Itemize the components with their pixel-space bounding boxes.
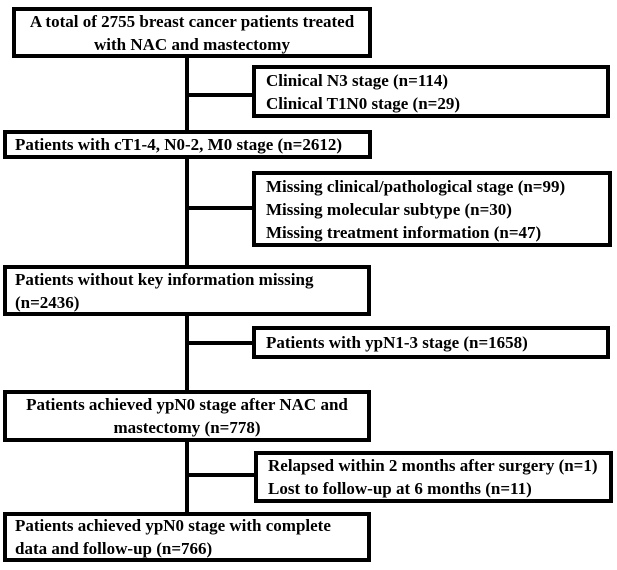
connector-trunk-2 [185,156,189,269]
box-ct14-stage: Patients with cT1-4, N0-2, M0 stage (n=2… [3,130,372,159]
connector-branch-3 [185,341,255,345]
box-exclusion-relapse-followup: Relapsed within 2 months after surgery (… [254,451,613,503]
box-final-cohort: Patients achieved ypN0 stage with comple… [3,512,371,562]
box-no-missing-info-line1: Patients without key information missing [15,269,314,289]
box-no-missing-info-line2: (n=2436) [15,292,80,312]
box-no-missing-info: Patients without key information missing… [3,265,371,316]
box-ypn0-achieved-line2: mastectomy (n=778) [113,418,261,437]
box-exclusion-ypn13: Patients with ypN1-3 stage (n=1658) [252,326,610,359]
connector-branch-2 [185,206,255,210]
box-exclusion-ypn13-line1: Patients with ypN1-3 stage (n=1658) [266,333,528,352]
box-ypn0-achieved-line1: Patients achieved ypN0 stage after NAC a… [26,395,348,414]
box-total-patients-line2: with NAC and mastectomy [94,34,290,54]
box-total-patients: A total of 2755 breast cancer patients t… [12,7,372,58]
box-ct14-stage-line1: Patients with cT1-4, N0-2, M0 stage (n=2… [15,135,342,154]
box-exclusion-missing-data-line1: Missing clinical/pathological stage (n=9… [266,176,566,196]
connector-branch-4 [185,473,257,477]
box-exclusion-relapse-followup-line2: Lost to follow-up at 6 months (n=11) [268,479,532,498]
box-ypn0-achieved: Patients achieved ypN0 stage after NAC a… [3,390,371,442]
box-total-patients-line1: A total of 2755 breast cancer patients t… [29,11,355,31]
box-exclusion-missing-data-line2: Missing molecular subtype (n=30) [266,199,512,219]
connector-branch-1 [185,93,255,97]
connector-trunk-3 [185,312,189,393]
box-exclusion-clinical-stage-line2: Clinical T1N0 stage (n=29) [266,93,461,113]
box-exclusion-clinical-stage-line1: Clinical N3 stage (n=114) [266,70,449,90]
box-exclusion-clinical-stage: Clinical N3 stage (n=114) Clinical T1N0 … [252,65,610,118]
box-exclusion-missing-data-line3: Missing treatment information (n=47) [266,222,542,242]
box-exclusion-missing-data: Missing clinical/pathological stage (n=9… [252,171,612,247]
connector-trunk-4 [185,439,189,516]
box-final-cohort-line2: data and follow-up (n=766) [15,539,213,558]
box-final-cohort-line1: Patients achieved ypN0 stage with comple… [15,516,331,535]
box-exclusion-relapse-followup-line1: Relapsed within 2 months after surgery (… [268,456,598,475]
